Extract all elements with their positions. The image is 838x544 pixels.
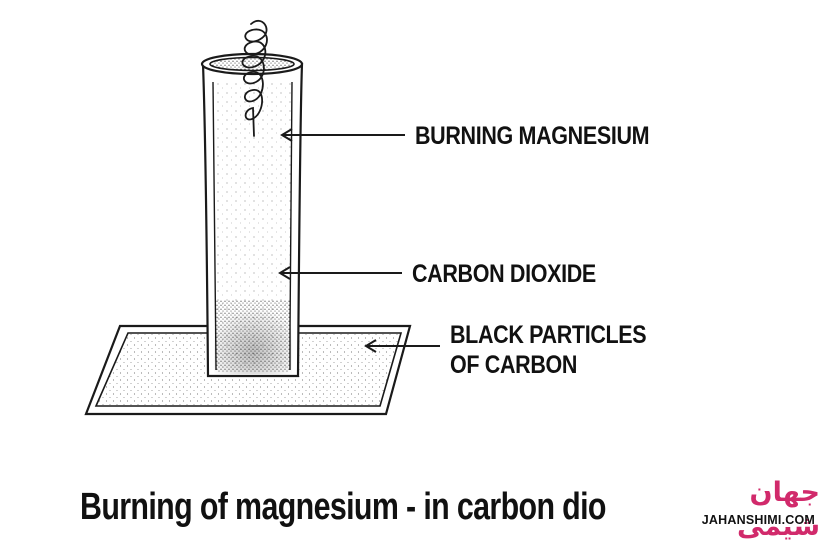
label-carbon-dioxide: CARBON DIOXIDE [412,260,596,288]
arrow-carbon-dioxide [278,266,402,280]
label-black-particles-line2: OF CARBON [450,351,578,379]
watermark-logo-text: جهان شیمی [737,477,820,542]
magnesium-ribbon-coil [241,19,268,137]
arrow-black-particles [364,339,440,353]
gas-jar [200,52,304,378]
watermark-url: JAHANSHIMI.COM [701,513,815,527]
label-burning-magnesium: BURNING MAGNESIUM [415,122,650,150]
arrow-burning-magnesium [280,128,405,142]
diagram-caption: Burning of magnesium - in carbon dio [80,486,607,528]
label-black-particles: BLACK PARTICLES OF CARBON [450,320,647,380]
label-black-particles-line1: BLACK PARTICLES [450,321,647,349]
